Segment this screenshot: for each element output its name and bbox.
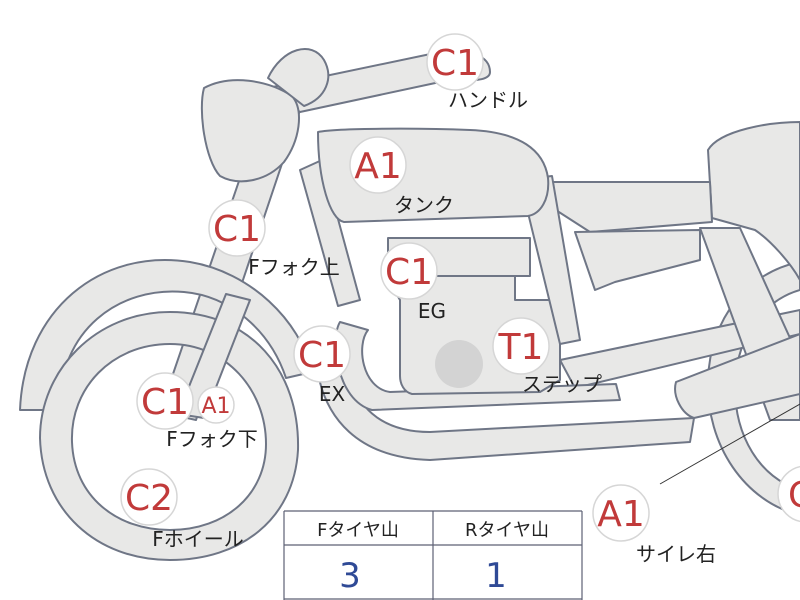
badge-exhaust-circle [293, 325, 351, 383]
badge-muffler-right-label: サイレ右 [636, 542, 716, 566]
badge-fork-lower-extra-circle [197, 386, 235, 424]
badge-handle-circle [426, 33, 484, 91]
muffler [674, 333, 800, 419]
badge-muffler-right-circle [592, 484, 650, 542]
badge-tank-label: タンク [394, 193, 454, 217]
badge-engine: C1 EG [380, 242, 446, 323]
headlight [200, 79, 300, 183]
badge-front-wheel-circle [120, 468, 178, 526]
badge-front-wheel-code: C2 [125, 478, 173, 519]
badge-front-wheel-label: Fホイール [152, 527, 244, 551]
badge-fork-lower-label: Fフォク下 [166, 427, 258, 451]
table-header-rear: Rタイヤ山 [465, 520, 549, 541]
table-value-rear: 1 [485, 556, 507, 596]
badge-fork-lower-code: C1 [141, 382, 189, 423]
badge-tank-circle [349, 136, 407, 194]
table-header-front: Fタイヤ山 [317, 520, 399, 541]
badge-fork-upper-code: C1 [213, 209, 261, 250]
seat-frame [707, 121, 800, 281]
badge-handle-code: C1 [431, 43, 479, 84]
badge-tank: A1 タンク [349, 136, 454, 217]
badge-fork-lower: C1 A1 Fフォク下 [136, 372, 258, 451]
badge-edge-code: C [788, 475, 800, 516]
badge-engine-circle [380, 242, 438, 300]
badge-exhaust: C1 EX [293, 325, 351, 406]
badge-step-circle [492, 317, 550, 375]
badge-step-label: ステップ [522, 372, 602, 396]
badge-muffler-right: A1 サイレ右 [592, 484, 716, 566]
badge-fork-upper-label: Fフォク上 [248, 255, 340, 279]
leader-line [659, 403, 800, 485]
badge-edge-circle [777, 465, 800, 523]
badge-exhaust-label: EX [319, 382, 346, 406]
badge-muffler-right-code: A1 [597, 494, 645, 535]
badge-step-code: T1 [498, 327, 544, 368]
rear-body [539, 181, 713, 233]
badge-front-wheel: C2 Fホイール [120, 468, 244, 551]
side-cover [574, 229, 701, 291]
badge-engine-code: C1 [385, 252, 433, 293]
headlight-cap [267, 48, 330, 107]
tire-tread-table: Fタイヤ山 Rタイヤ山 3 1 [283, 510, 583, 600]
badge-fork-upper-circle [208, 199, 266, 257]
badge-tank-code: A1 [354, 146, 402, 187]
front-wheel [39, 311, 300, 561]
badge-handle: C1 ハンドル [426, 33, 528, 112]
badge-exhaust-code: C1 [298, 335, 346, 376]
frame-downtube [299, 159, 361, 307]
badge-engine-label: EG [418, 299, 446, 323]
badge-edge-partial: C [777, 465, 800, 523]
table-value-front: 3 [339, 556, 361, 596]
engine-cover [435, 340, 483, 388]
badge-fork-upper: C1 Fフォク上 [208, 199, 340, 279]
badge-handle-label: ハンドル [448, 88, 528, 112]
badge-fork-lower-extra-code: A1 [201, 394, 230, 419]
badge-fork-lower-circle [136, 372, 194, 430]
badge-step: T1 ステップ [492, 317, 602, 396]
